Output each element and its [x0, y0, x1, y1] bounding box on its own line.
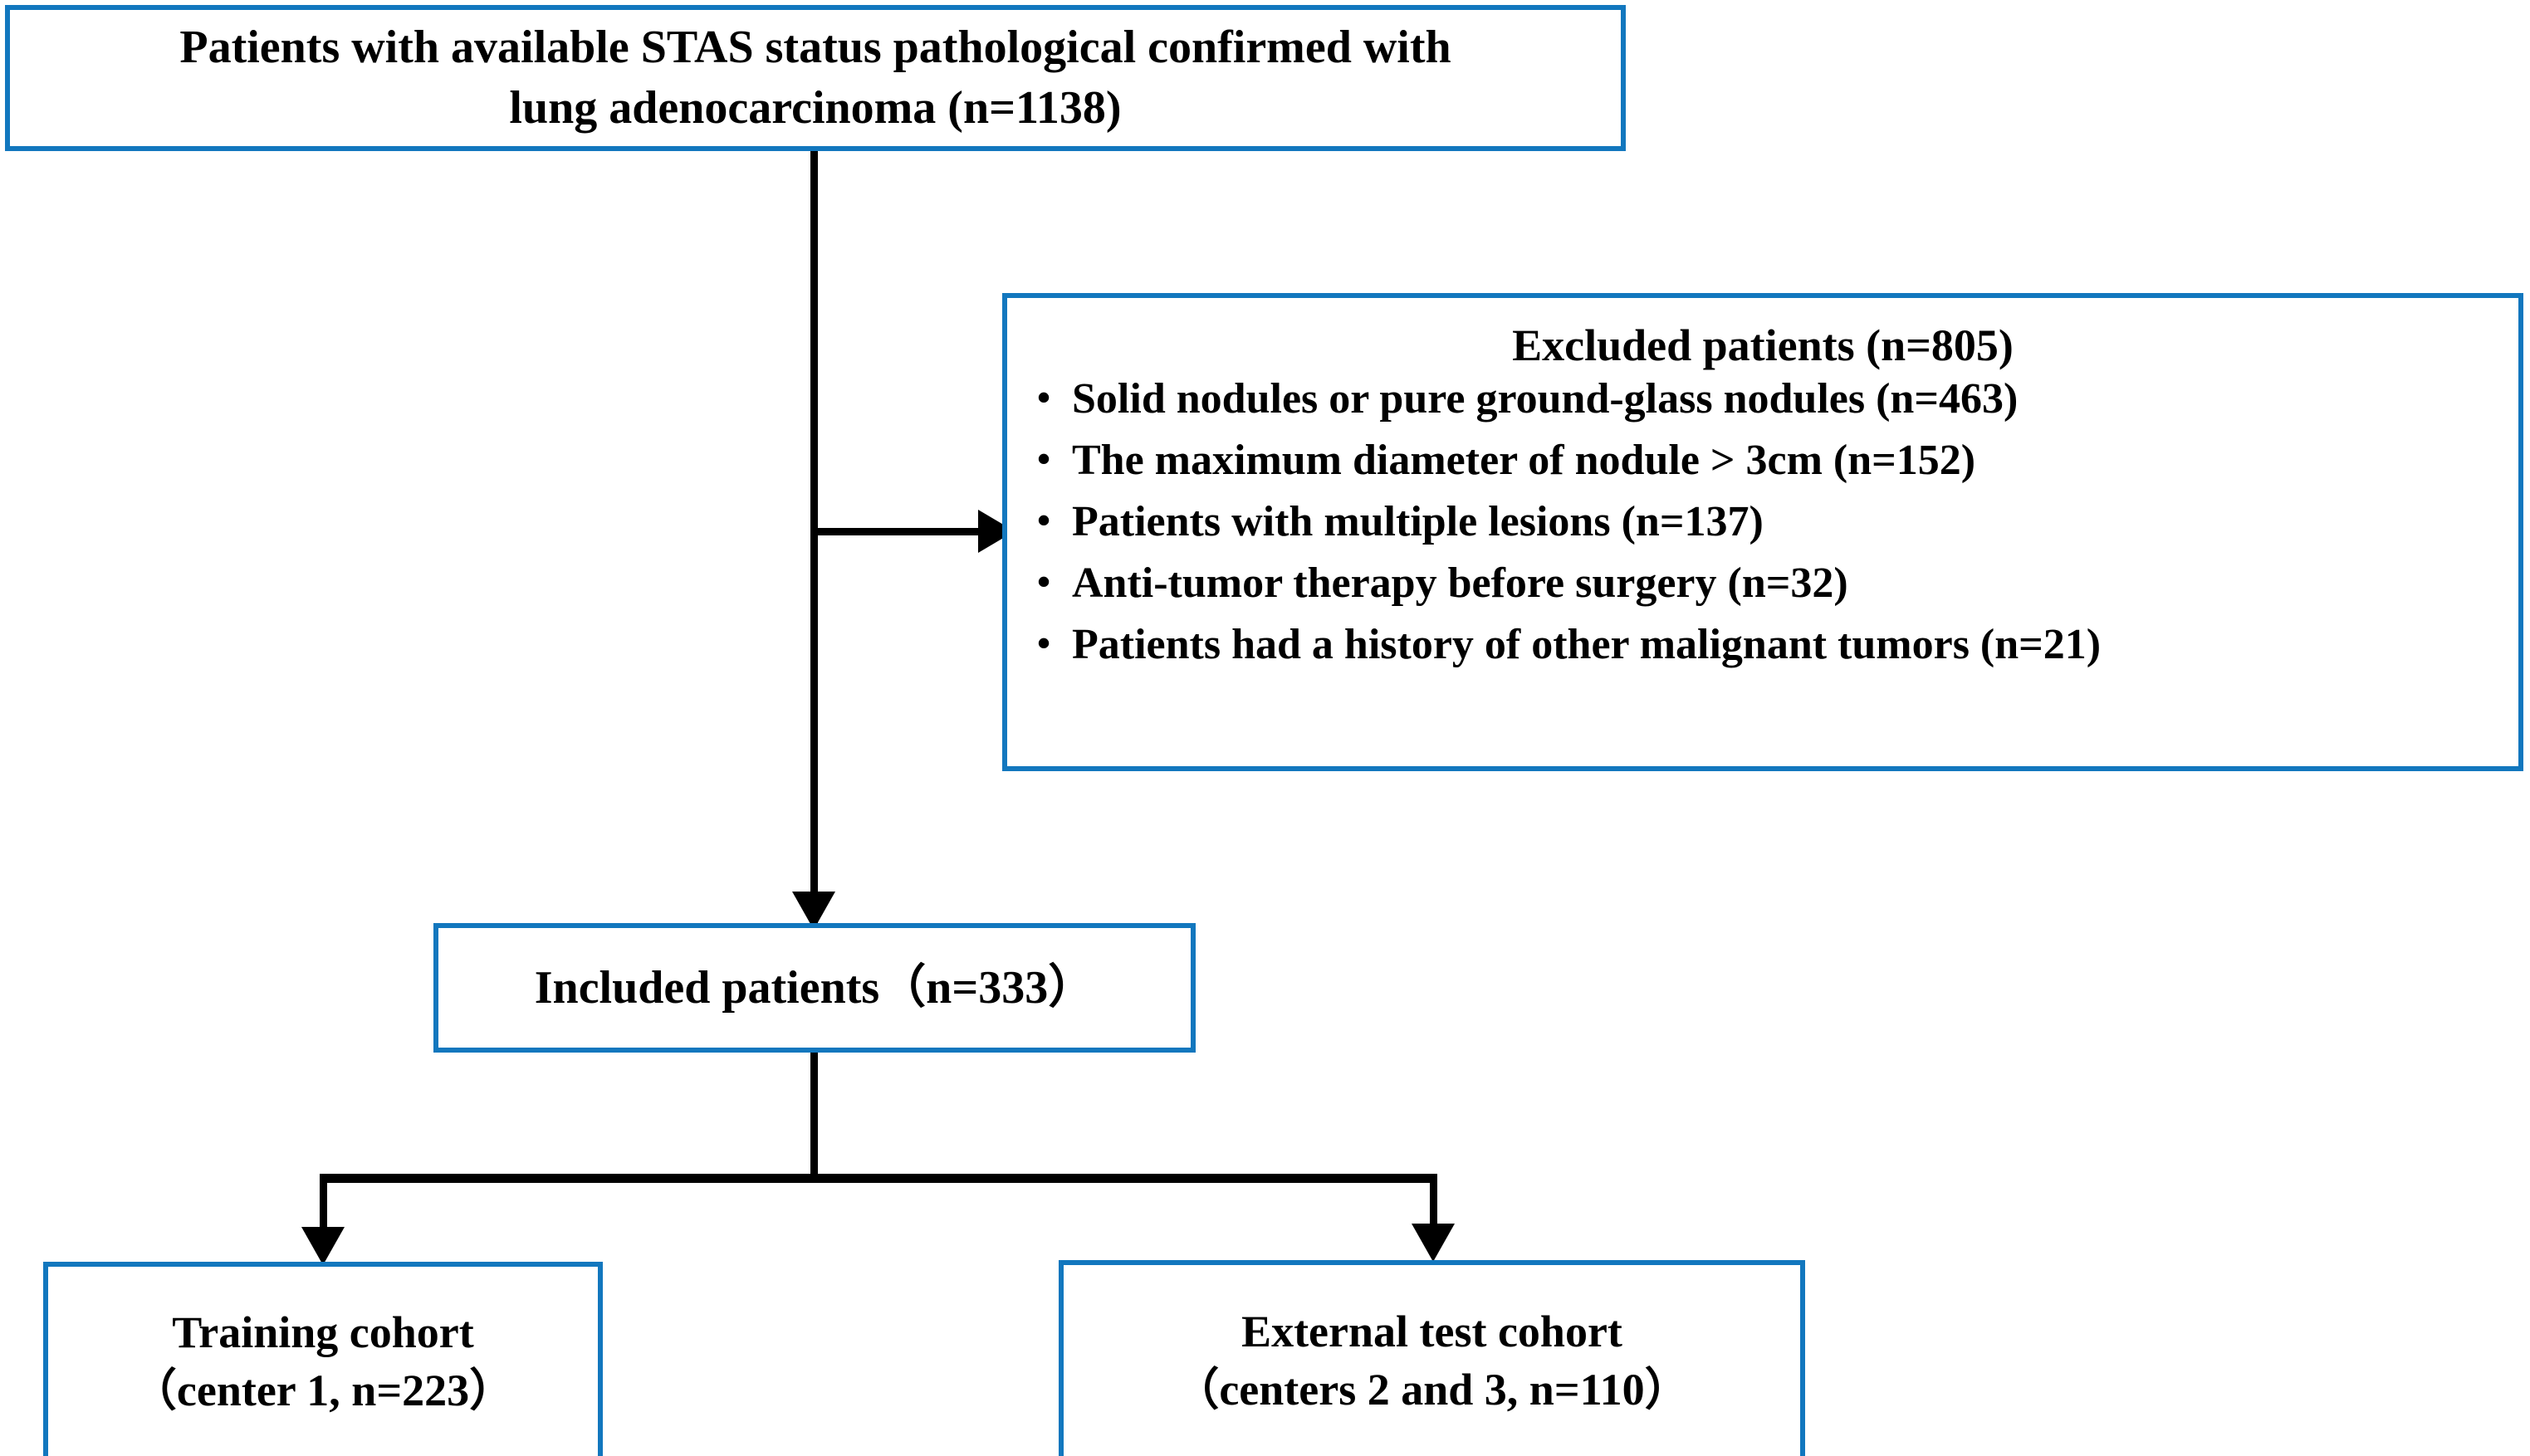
node-included-patients: Included patients（n=333）: [433, 923, 1196, 1053]
excluded-reason-list: • Solid nodules or pure ground-glass nod…: [1025, 375, 2500, 667]
node-training-cohort: Training cohort （center 1, n=223）: [43, 1262, 603, 1456]
node-external-test-cohort-label: External test cohort （centers 2 and 3, n…: [1174, 1306, 1690, 1414]
connector-source-to-included: [810, 151, 818, 928]
excluded-title: Excluded patients (n=805): [1512, 320, 2014, 370]
list-item-label: The maximum diameter of nodule > 3cm (n=…: [1072, 437, 1976, 484]
node-external-test-cohort: External test cohort （centers 2 and 3, n…: [1059, 1260, 1805, 1456]
node-training-cohort-label: Training cohort （center 1, n=223）: [131, 1307, 515, 1415]
bullet-icon: •: [1037, 560, 1051, 603]
list-item: • Patients had a history of other malign…: [1025, 623, 2500, 667]
excluded-content: Excluded patients (n=805) • Solid nodule…: [1007, 298, 2518, 667]
arrowhead-to-training-icon: [301, 1227, 345, 1265]
node-excluded-patients: Excluded patients (n=805) • Solid nodule…: [1002, 293, 2523, 771]
bullet-icon: •: [1037, 376, 1051, 418]
connector-branch-to-excluded: [810, 528, 990, 535]
list-item: • Anti-tumor therapy before surgery (n=3…: [1025, 559, 2500, 607]
arrowhead-to-external-icon: [1412, 1224, 1455, 1262]
connector-included-to-split: [810, 1053, 818, 1180]
list-item-label: Solid nodules or pure ground-glass nodul…: [1072, 375, 2019, 423]
connector-drop-to-training: [320, 1174, 327, 1234]
list-item: • Patients with multiple lesions (n=137): [1025, 498, 2500, 545]
list-item: • The maximum diameter of nodule > 3cm (…: [1025, 437, 2500, 484]
list-item-label: Patients had a history of other malignan…: [1072, 621, 2102, 668]
bullet-icon: •: [1037, 622, 1051, 664]
node-source-population-label: Patients with available STAS status path…: [179, 22, 1451, 134]
connector-drop-to-external: [1430, 1174, 1437, 1234]
bullet-icon: •: [1037, 437, 1051, 480]
node-included-patients-label: Included patients（n=333）: [534, 961, 1095, 1014]
list-item: • Solid nodules or pure ground-glass nod…: [1025, 375, 2500, 423]
node-source-population: Patients with available STAS status path…: [5, 5, 1626, 151]
list-item-label: Anti-tumor therapy before surgery (n=32): [1072, 559, 1848, 607]
list-item-label: Patients with multiple lesions (n=137): [1072, 498, 1764, 545]
bullet-icon: •: [1037, 499, 1051, 541]
connector-split-bar: [320, 1174, 1437, 1183]
